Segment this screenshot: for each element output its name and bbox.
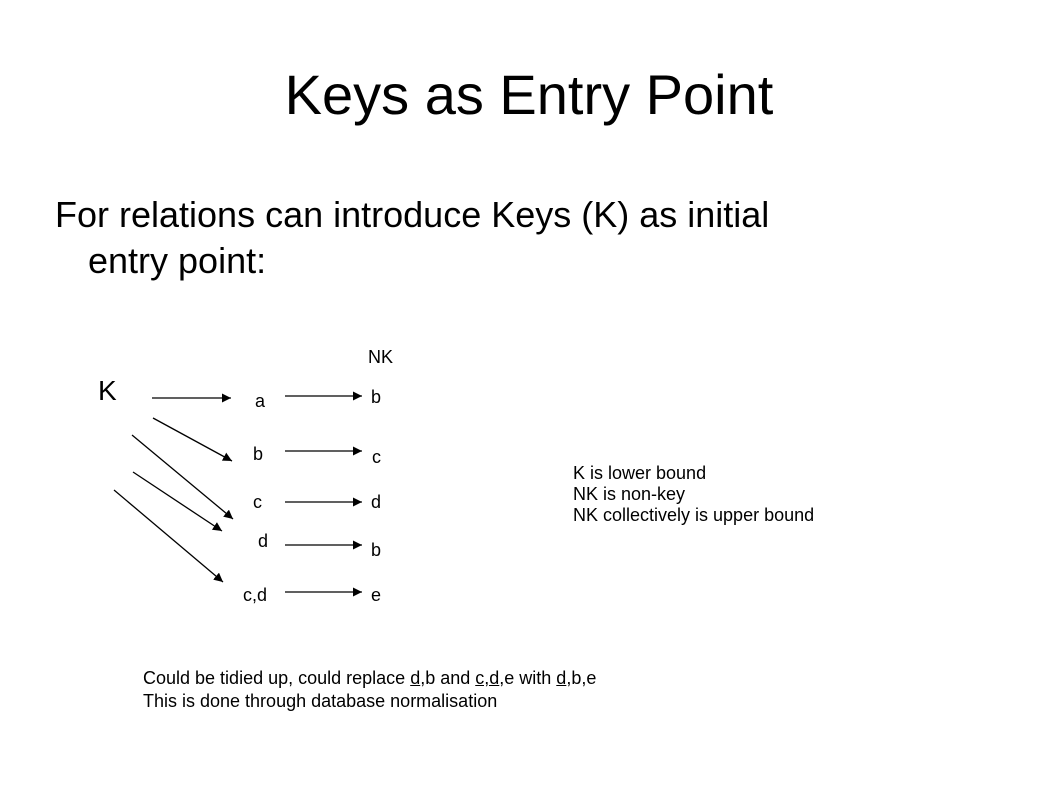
nonkey-item-b: b (371, 387, 382, 407)
footer-part-underlined: d (410, 668, 421, 688)
arrow-k-to-cd (113, 489, 224, 583)
key-item-c: c (253, 492, 262, 512)
footer-part: ,b,e (566, 668, 597, 688)
key-item-b: b (253, 444, 264, 464)
footer-part-underlined: d (556, 668, 567, 688)
notes-block: K is lower bound NK is non-key NK collec… (573, 463, 814, 526)
footer-line-1: Could be tidied up, could replace d,b an… (143, 667, 596, 690)
nonkey-item-d: d (371, 492, 382, 512)
footer-part: ,e with (499, 668, 557, 688)
arrow-k-to-d (132, 471, 223, 532)
nonkey-item-e: e (371, 585, 382, 605)
bullet-line-2: entry point: (88, 240, 267, 281)
note-upper-bound: NK collectively is upper bound (573, 505, 815, 525)
key-item-a: a (255, 391, 266, 411)
bullet-text: For relations can introduce Keys (K) as … (55, 192, 1015, 284)
note-non-key: NK is non-key (573, 484, 686, 504)
note-lower-bound: K is lower bound (573, 463, 707, 483)
key-label: K (98, 375, 117, 406)
arrow-k-to-b (152, 417, 233, 462)
slide-title: Keys as Entry Point (284, 63, 774, 126)
nonkey-header: NK (368, 347, 394, 367)
footer-block: Could be tidied up, could replace d,b an… (143, 667, 596, 713)
footer-part-underlined: c,d (475, 668, 500, 688)
bullet-line-1: For relations can introduce Keys (K) as … (55, 194, 770, 235)
footer-part: ,b and (420, 668, 476, 688)
footer-part: Could be tidied up, could replace (143, 668, 411, 688)
key-item-cd: c,d (243, 585, 268, 605)
nonkey-item-c: c (372, 447, 381, 467)
nonkey-item-b2: b (371, 540, 382, 560)
arrow-k-to-c (131, 434, 234, 520)
footer-line-2: This is done through database normalisat… (143, 691, 498, 711)
key-item-d: d (258, 531, 269, 551)
